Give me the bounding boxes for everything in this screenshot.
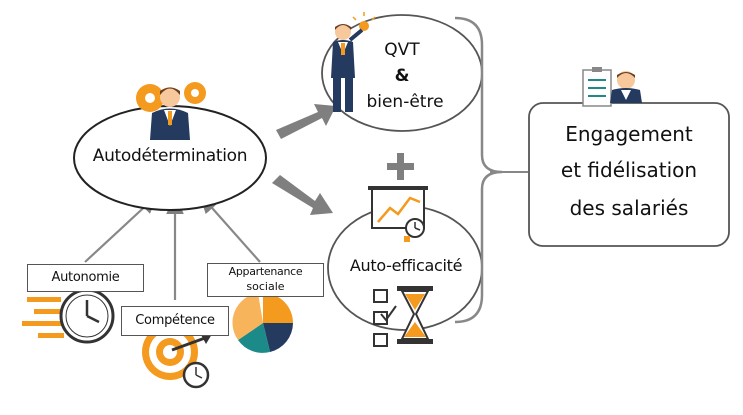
qvt-label-line2: & xyxy=(394,66,410,86)
engagement-label-line2: et fidélisation xyxy=(560,158,698,182)
hourglass-icon xyxy=(397,286,433,344)
chart-presentation-icon xyxy=(368,186,428,242)
arrow-appartenance-to-autodetermination xyxy=(199,193,261,263)
qvt-label-line3: bien-être xyxy=(366,92,444,112)
businessman-gears-icon xyxy=(136,82,206,140)
businessman-clipboard-icon xyxy=(582,67,642,107)
appartenance-label-line1: Appartenance xyxy=(228,265,303,278)
auto-efficacite-label: Auto-efficacité xyxy=(349,256,463,275)
plus-icon xyxy=(387,153,414,180)
competence-label: Compétence xyxy=(135,313,215,328)
appartenance-box: Appartenance sociale xyxy=(207,263,324,297)
competence-box: Compétence xyxy=(121,306,229,336)
big-arrow-to-auto-efficacite xyxy=(272,175,333,215)
businessman-idea-icon xyxy=(331,12,376,112)
target-clock-icon xyxy=(142,324,212,389)
autonomie-label: Autonomie xyxy=(51,270,120,285)
big-arrow-to-qvt xyxy=(276,104,336,139)
appartenance-label-line2: sociale xyxy=(246,280,285,293)
grouping-brace xyxy=(454,16,528,324)
engagement-label-line3: des salariés xyxy=(569,196,689,220)
checklist-icon xyxy=(373,289,397,347)
clock-speed-icon xyxy=(22,286,115,344)
arrow-autonomie-to-autodetermination xyxy=(84,194,159,263)
engagement-label-line1: Engagement xyxy=(565,122,693,146)
autodetermination-label: Autodétermination xyxy=(92,146,248,166)
qvt-label-line1: QVT xyxy=(384,40,420,60)
pie-chart-icon xyxy=(232,293,293,353)
autonomie-box: Autonomie xyxy=(27,264,144,292)
